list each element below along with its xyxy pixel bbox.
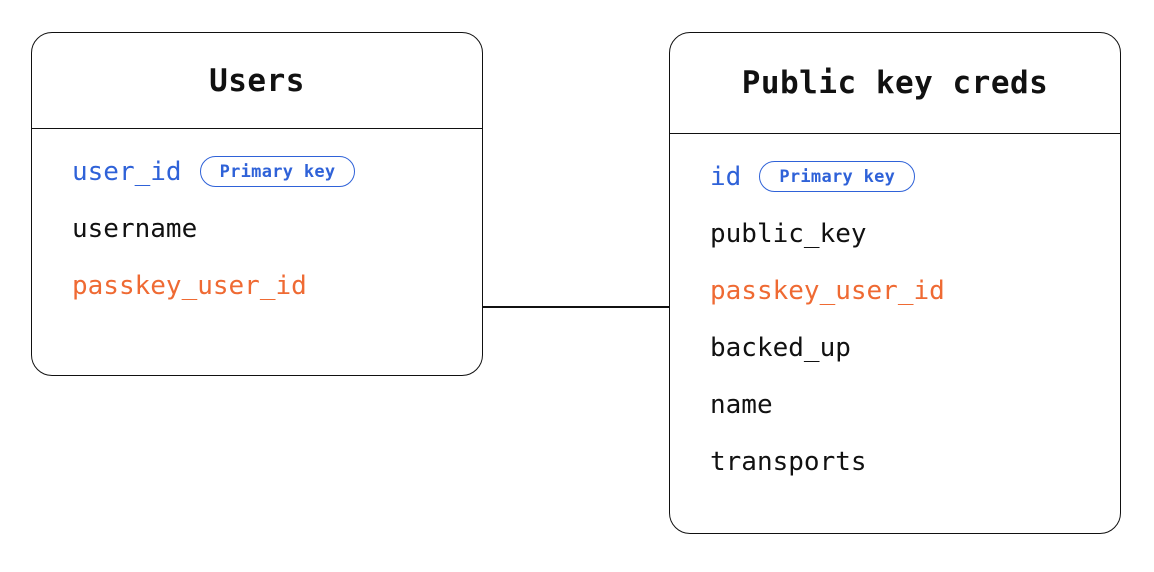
field-name-user-id: user_id [72,156,182,187]
entity-users-field-list: user_id Primary key username passkey_use… [32,129,482,314]
field-name-backed-up: backed_up [710,332,851,363]
field-row-name[interactable]: name [670,376,1120,433]
field-row-passkey-user-id[interactable]: passkey_user_id [670,262,1120,319]
field-row-passkey-user-id[interactable]: passkey_user_id [32,257,482,314]
relationship-connector-line [482,306,670,308]
primary-key-badge-label: Primary key [219,161,336,182]
entity-public-key-creds-field-list: id Primary key public_key passkey_user_i… [670,134,1120,490]
field-name-id: id [710,161,742,192]
entity-users-header: Users [32,33,482,129]
field-row-backed-up[interactable]: backed_up [670,319,1120,376]
entity-users-title: Users [209,62,305,99]
field-name-passkey-user-id: passkey_user_id [710,275,945,306]
field-row-user-id[interactable]: user_id Primary key [32,143,482,200]
field-name-username: username [72,213,198,244]
primary-key-badge-label: Primary key [779,166,896,187]
field-row-username[interactable]: username [32,200,482,257]
field-name-name: name [710,389,773,420]
field-name-public-key: public_key [710,218,867,249]
field-row-transports[interactable]: transports [670,433,1120,490]
primary-key-badge: Primary key [759,161,916,192]
field-name-passkey-user-id: passkey_user_id [72,270,307,301]
entity-public-key-creds-header: Public key creds [670,33,1120,134]
primary-key-badge: Primary key [199,156,356,187]
entity-users[interactable]: Users user_id Primary key username passk… [31,32,483,376]
field-row-public-key[interactable]: public_key [670,205,1120,262]
entity-public-key-creds-title: Public key creds [741,65,1049,101]
field-name-transports: transports [710,446,867,477]
field-row-id[interactable]: id Primary key [670,148,1120,205]
entity-public-key-creds[interactable]: Public key creds id Primary key public_k… [669,32,1121,534]
